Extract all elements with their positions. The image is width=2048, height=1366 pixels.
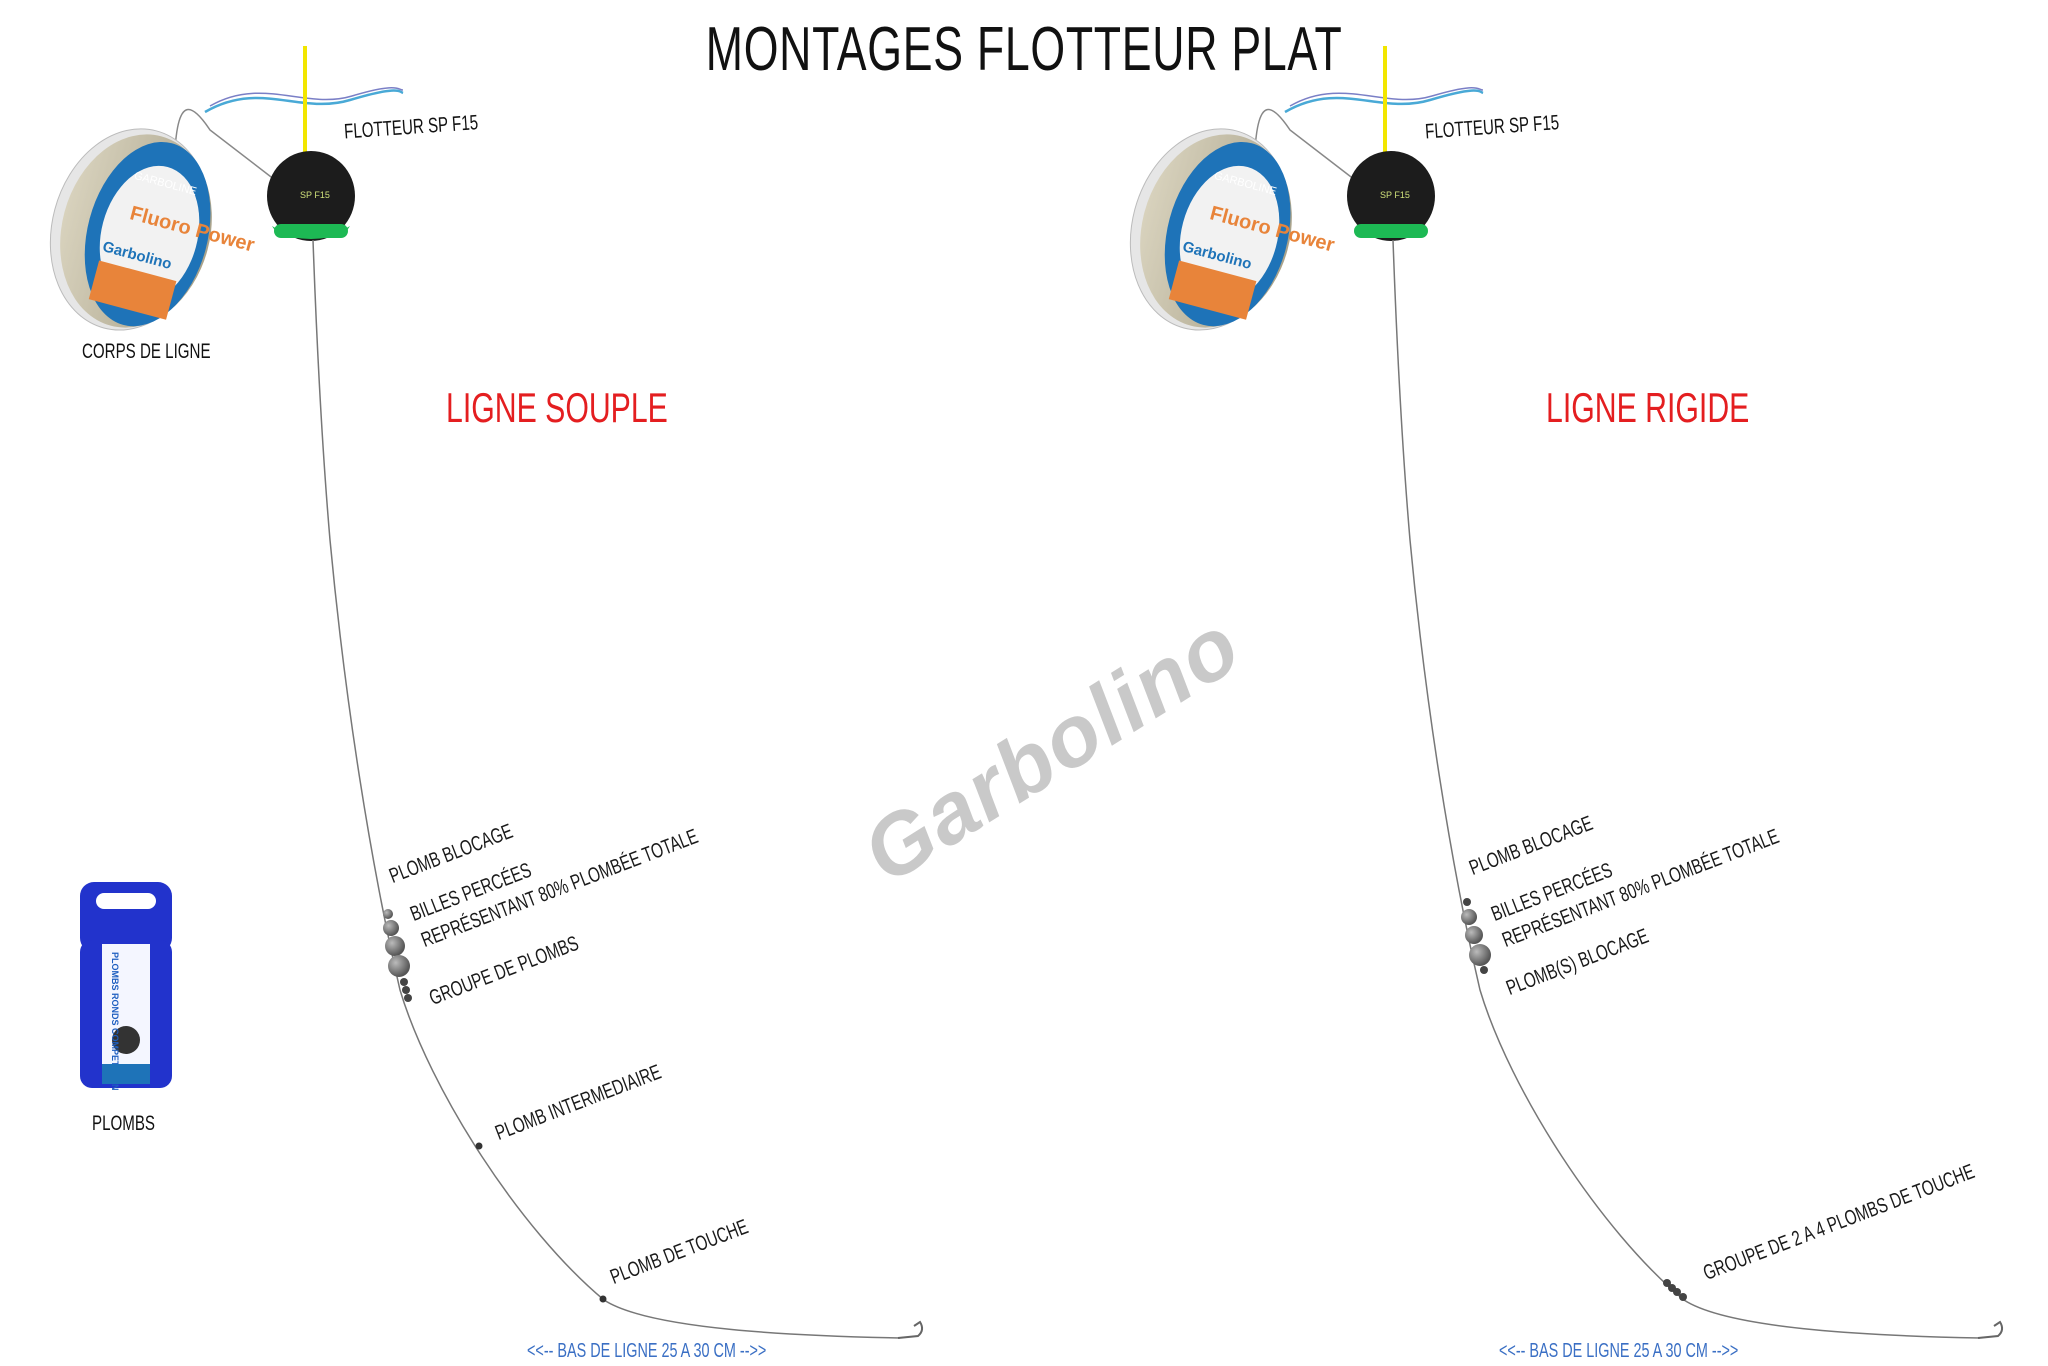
- left-blocking-shot: [383, 909, 393, 919]
- left-wave-icon: [204, 89, 404, 114]
- left-shot: [400, 978, 408, 986]
- right-float-icon: SP F15: [1347, 151, 1435, 241]
- right-rig: SP F15: [1254, 46, 2004, 1339]
- left-intermediate-shot: [475, 1142, 483, 1150]
- right-line: [1392, 239, 1981, 1339]
- right-bead: [1465, 926, 1483, 944]
- right-hook-icon: [1977, 1320, 2004, 1339]
- right-touch-shot: [1673, 1288, 1681, 1296]
- right-bead: [1469, 944, 1491, 966]
- right-touch-shot: [1663, 1279, 1671, 1287]
- right-bottom-note: <<-- BAS DE LIGNE 25 A 30 CM -->>: [1499, 1340, 1739, 1362]
- left-rig: SP F15: [174, 46, 924, 1339]
- left-hook-icon: [897, 1320, 924, 1339]
- svg-text:SP F15: SP F15: [1380, 190, 1410, 200]
- left-bottom-note: <<-- BAS DE LIGNE 25 A 30 CM -->>: [527, 1340, 767, 1362]
- left-float-icon: SP F15: [267, 151, 355, 241]
- left-line: [312, 239, 901, 1339]
- spool-label: CORPS DE LIGNE: [82, 340, 211, 363]
- left-touch-shot: [599, 1295, 607, 1303]
- page-title: MONTAGES FLOTTEUR PLAT: [705, 15, 1343, 84]
- svg-text:SP F15: SP F15: [300, 190, 330, 200]
- left-bead: [388, 955, 410, 977]
- left-shot: [404, 994, 412, 1002]
- left-main-line-top: [174, 108, 276, 181]
- right-blocking-shot: [1480, 966, 1488, 974]
- right-heading: LIGNE RIGIDE: [1546, 384, 1750, 431]
- left-heading: LIGNE SOUPLE: [446, 384, 668, 431]
- left-bead: [385, 936, 405, 956]
- left-bead: [383, 920, 399, 936]
- svg-text:PLOMBS RONDS COMPETITION: PLOMBS RONDS COMPETITION: [110, 952, 120, 1091]
- plombs-pack-icon: PLOMBS RONDS COMPETITION: [80, 882, 172, 1091]
- left-spool-icon: Fluoro Power GARBOLINE Garbolino: [49, 128, 257, 331]
- left-shot: [402, 986, 410, 994]
- plombs-label: PLOMBS: [92, 1112, 156, 1135]
- right-wave-icon: [1284, 89, 1484, 114]
- right-spool-icon: Fluoro Power GARBOLINE Garbolino: [1129, 128, 1337, 331]
- right-touch-shot: [1679, 1293, 1687, 1301]
- right-bead: [1461, 909, 1477, 925]
